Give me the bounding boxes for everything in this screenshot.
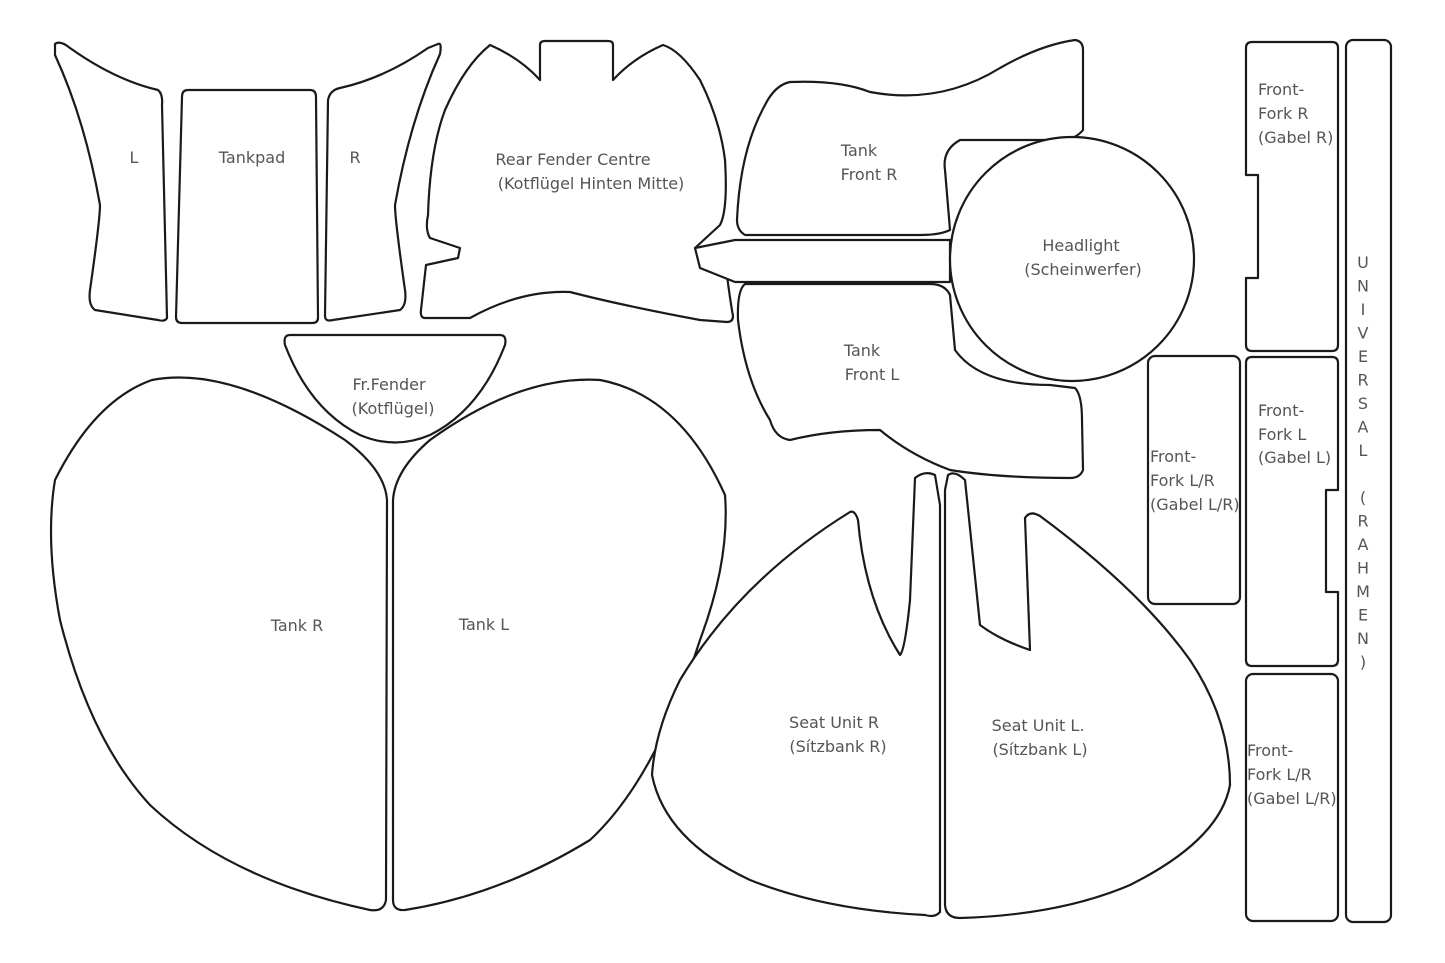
front-fork-lr-a-piece bbox=[1146, 354, 1242, 606]
front-fork-l-label-2: Fork L bbox=[1258, 425, 1306, 444]
universal-frame-letter: N bbox=[1357, 629, 1369, 648]
tank-l-label: Tank L bbox=[458, 615, 509, 634]
front-fork-l-label-3: (Gabel L) bbox=[1258, 448, 1331, 467]
universal-frame-letter: L bbox=[1359, 441, 1368, 460]
connector-strip-piece bbox=[693, 238, 952, 284]
universal-frame-letter: R bbox=[1357, 371, 1368, 390]
tankpad-l-piece bbox=[53, 41, 169, 322]
front-fork-lr-b-label-3: (Gabel L/R) bbox=[1247, 789, 1337, 808]
rear-fender-label-2: (Kotflügel Hinten Mitte) bbox=[498, 174, 685, 193]
universal-frame-letter: S bbox=[1358, 394, 1368, 413]
seat-unit-l-piece bbox=[943, 472, 1232, 920]
universal-frame-letter: R bbox=[1357, 512, 1368, 531]
universal-frame-letter: E bbox=[1358, 347, 1368, 366]
tank-r-label: Tank R bbox=[270, 616, 324, 635]
front-fork-r-label-1: Front- bbox=[1258, 80, 1304, 99]
universal-frame-piece bbox=[1344, 38, 1393, 924]
universal-frame-letter: A bbox=[1358, 418, 1369, 437]
front-fork-l-piece bbox=[1244, 355, 1340, 668]
tank-front-l-label-2: Front L bbox=[845, 365, 900, 384]
front-fork-lr-b-label-2: Fork L/R bbox=[1247, 765, 1312, 784]
seat-unit-r-label-2: (Sítzbank R) bbox=[789, 737, 886, 756]
tank-front-l-label-1: Tank bbox=[843, 341, 881, 360]
tank-l-piece bbox=[391, 378, 727, 912]
seat-unit-l-label-1: Seat Unit L. bbox=[992, 716, 1085, 735]
seat-unit-r-label-1: Seat Unit R bbox=[789, 713, 879, 732]
tankpad-r-label: R bbox=[349, 148, 360, 167]
tank-front-r-label-1: Tank bbox=[840, 141, 878, 160]
universal-frame-letter: H bbox=[1357, 559, 1369, 578]
universal-frame-letter: ( bbox=[1360, 488, 1366, 507]
tankpad-piece bbox=[174, 88, 320, 325]
front-fender-label-2: (Kotflügel) bbox=[352, 399, 435, 418]
universal-frame-letter: ) bbox=[1360, 653, 1366, 672]
tankpad-r-piece bbox=[323, 42, 442, 322]
front-fork-r-piece bbox=[1244, 40, 1340, 353]
seat-unit-l-label-2: (Sítzbank L) bbox=[992, 740, 1087, 759]
tankpad-label: Tankpad bbox=[218, 148, 285, 167]
front-fork-lr-b-piece bbox=[1244, 672, 1340, 923]
rear-fender-label-1: Rear Fender Centre bbox=[495, 150, 650, 169]
front-fork-lr-a-label-2: Fork L/R bbox=[1150, 471, 1215, 490]
tank-front-r-label-2: Front R bbox=[841, 165, 898, 184]
front-fender-label-1: Fr.Fender bbox=[352, 375, 426, 394]
rear-fender-centre-piece bbox=[419, 39, 735, 324]
universal-frame-letter: M bbox=[1356, 582, 1370, 601]
front-fork-lr-b-label-1: Front- bbox=[1247, 741, 1293, 760]
tankpad-l-label: L bbox=[130, 148, 139, 167]
universal-frame-letter: U bbox=[1357, 253, 1369, 272]
seat-unit-r-piece bbox=[650, 471, 942, 918]
front-fender-piece bbox=[283, 333, 507, 444]
front-fork-l-label-1: Front- bbox=[1258, 401, 1304, 420]
tank-front-l-piece bbox=[736, 282, 1085, 480]
front-fork-r-label-2: Fork R bbox=[1258, 104, 1308, 123]
front-fork-lr-a-label-1: Front- bbox=[1150, 447, 1196, 466]
front-fork-lr-a-label-3: (Gabel L/R) bbox=[1150, 495, 1240, 514]
headlight-label-2: (Scheinwerfer) bbox=[1024, 260, 1142, 279]
universal-frame-letter: I bbox=[1361, 300, 1366, 319]
universal-frame-letter: N bbox=[1357, 277, 1369, 296]
headlight-label-1: Headlight bbox=[1042, 236, 1119, 255]
universal-frame-letter: E bbox=[1358, 606, 1368, 625]
tank-r-piece bbox=[49, 376, 389, 912]
universal-frame-letter: V bbox=[1358, 324, 1369, 343]
front-fork-r-label-3: (Gabel R) bbox=[1258, 128, 1333, 147]
headlight-piece bbox=[948, 135, 1196, 383]
universal-frame-letter: A bbox=[1358, 535, 1369, 554]
